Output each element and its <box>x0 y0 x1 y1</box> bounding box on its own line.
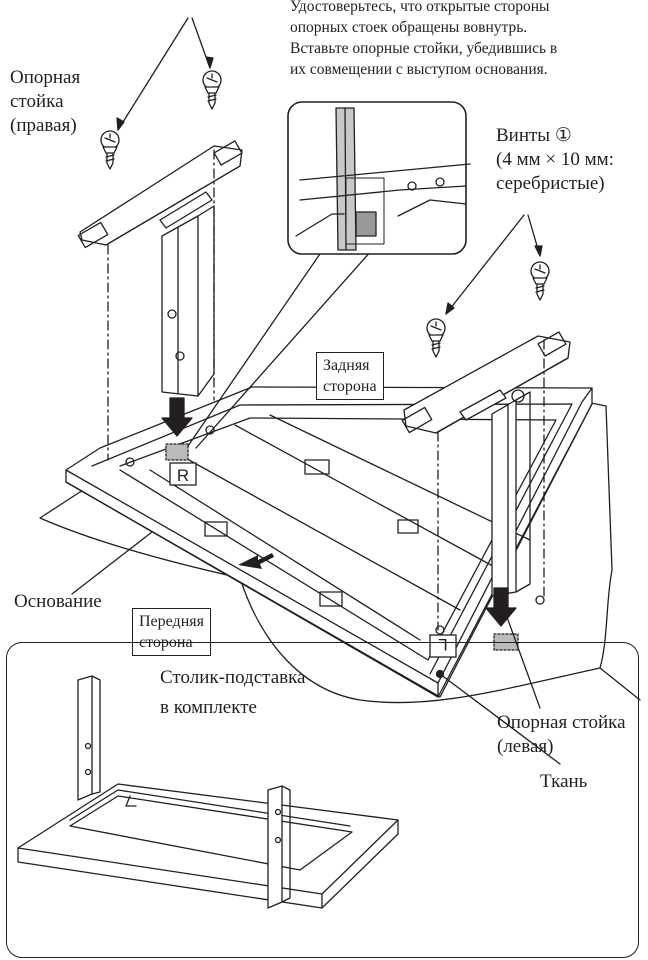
insert-arrow-right <box>161 397 193 437</box>
inset-title-line2: в комплекте <box>160 697 257 718</box>
marker-l-text: L <box>438 635 447 654</box>
screw-icon <box>202 70 222 110</box>
label-base: Основание <box>14 591 102 612</box>
marker-r-text: R <box>177 466 189 485</box>
inset-panel: Столик-подставка в комплекте <box>6 642 639 958</box>
label-support-left-line2: (левая) <box>497 736 554 757</box>
label-front-side-line1: Передняя <box>139 613 204 630</box>
note-line-4: их совмещении с выступом основания. <box>290 61 548 78</box>
label-support-right-line1: Опорная <box>10 67 81 88</box>
inset-title: Столик-подставка в комплекте <box>160 663 305 723</box>
base-tray <box>65 386 593 698</box>
label-screws-line3: серебристые) <box>496 173 605 194</box>
instruction-note: Удостоверьтесь, что открытые стороны опо… <box>290 0 557 80</box>
support-left-part <box>401 331 571 631</box>
label-support-left: Опорная стойка (левая) <box>497 711 626 759</box>
label-back-side-line2: сторона <box>323 378 377 395</box>
label-screws-line1: Винты ① <box>496 125 572 146</box>
label-screws-line2: (4 мм × 10 мм: <box>496 149 614 170</box>
label-support-right: Опорная стойка (правая) <box>10 66 80 138</box>
slot-right <box>165 443 189 461</box>
label-support-left-line1: Опорная стойка <box>497 712 626 733</box>
screw-icon <box>100 130 120 170</box>
screw-pointer-lines <box>116 17 214 131</box>
detail-callout <box>187 101 471 449</box>
label-back-side: Задняя сторона <box>316 352 384 400</box>
note-line-1: Удостоверьтесь, что открытые стороны <box>290 0 550 15</box>
note-line-3: Вставьте опорные стойки, убедившись в <box>290 40 558 57</box>
label-support-right-line2: стойка <box>10 91 64 112</box>
label-leaders <box>71 531 561 765</box>
insert-arrow-left <box>485 587 517 627</box>
label-support-right-line3: (правая) <box>10 115 77 136</box>
label-screws: Винты ① (4 мм × 10 мм: серебристые) <box>496 124 614 196</box>
marker-l <box>429 634 457 658</box>
screw-pointer-lines-right <box>445 214 543 315</box>
note-line-2: опорных стоек обращены вовнутрь. <box>290 19 528 36</box>
inset-stand-drawing <box>17 675 399 909</box>
screw-icon <box>530 261 550 301</box>
inset-title-line1: Столик-подставка <box>160 667 306 688</box>
screw-icon <box>426 318 446 358</box>
marker-r <box>169 462 197 486</box>
label-cloth: Ткань <box>540 771 588 792</box>
support-right-part <box>77 140 243 461</box>
label-back-side-line1: Задняя <box>323 357 370 374</box>
